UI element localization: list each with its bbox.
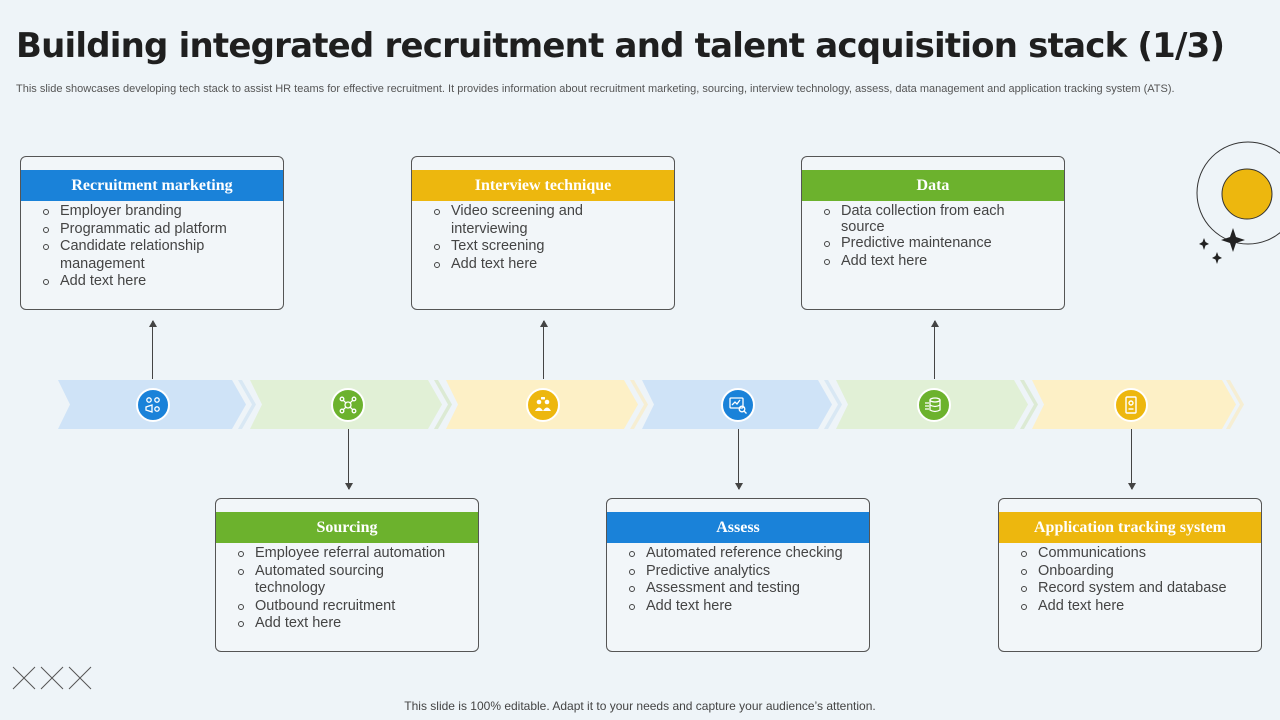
- bullet-item: Candidate relationship management: [41, 238, 275, 273]
- cross-pattern-icon: [12, 666, 92, 690]
- connector-arrow-down: [1127, 429, 1136, 490]
- bullet-item: Text screening: [432, 238, 666, 256]
- connector-arrow-down: [344, 429, 353, 490]
- bullet-item: Predictive analytics: [627, 563, 861, 581]
- bullet-item: Onboarding: [1019, 563, 1253, 581]
- bullet-list: Video screening and interviewing Text sc…: [412, 203, 674, 273]
- network-people-icon: [331, 388, 365, 422]
- interview-icon: [526, 388, 560, 422]
- bullet-item: Add text here: [236, 615, 470, 633]
- bullet-list: Communications Onboarding Record system …: [999, 545, 1261, 615]
- bullet-item: Employee referral automation: [236, 545, 470, 563]
- bullet-item: Data collection from each source: [822, 203, 1056, 235]
- bullet-list: Employer branding Programmatic ad platfo…: [21, 203, 283, 291]
- bullet-item: Add text here: [432, 256, 666, 274]
- card-sourcing: Sourcing Employee referral automation Au…: [215, 498, 479, 652]
- bullet-item: Add text here: [41, 273, 275, 291]
- bullet-item: Add text here: [1019, 598, 1253, 616]
- bullet-item: Automated reference checking: [627, 545, 861, 563]
- id-card-icon: [1114, 388, 1148, 422]
- bullet-item: Outbound recruitment: [236, 598, 470, 616]
- database-icon: [917, 388, 951, 422]
- bullet-item: Assessment and testing: [627, 580, 861, 598]
- card-recruitment-marketing: Recruitment marketing Employer branding …: [20, 156, 284, 310]
- star-icon: [1221, 228, 1245, 252]
- footer-note: This slide is 100% editable. Adapt it to…: [404, 699, 876, 713]
- connector-arrow-up: [148, 320, 157, 379]
- connector-arrow-up: [930, 320, 939, 379]
- card-interview-technique: Interview technique Video screening and …: [411, 156, 675, 310]
- bullet-list: Employee referral automation Automated s…: [216, 545, 478, 633]
- card-heading: Sourcing: [216, 512, 478, 543]
- connector-arrow-up: [539, 320, 548, 379]
- bullet-item: Employer branding: [41, 203, 275, 221]
- slide-title: Building integrated recruitment and tale…: [16, 26, 1225, 66]
- bullet-item: Record system and database: [1019, 580, 1253, 598]
- bullet-item: Programmatic ad platform: [41, 221, 275, 239]
- slide-subtitle: This slide showcases developing tech sta…: [16, 83, 1175, 95]
- bullet-list: Automated reference checking Predictive …: [607, 545, 869, 615]
- bullet-item: Add text here: [627, 598, 861, 616]
- card-heading: Assess: [607, 512, 869, 543]
- bullet-item: Predictive maintenance: [822, 235, 1056, 253]
- megaphone-people-icon: [136, 388, 170, 422]
- card-heading: Data: [802, 170, 1064, 201]
- bullet-item: Add text here: [822, 253, 1056, 271]
- card-heading: Recruitment marketing: [21, 170, 283, 201]
- chevron-timeline: [58, 380, 1244, 429]
- star-icon: [1212, 252, 1222, 264]
- orbit-decoration-icon: [1196, 141, 1280, 264]
- bullet-item: Video screening and interviewing: [432, 203, 666, 238]
- card-data: Data Data collection from each source Pr…: [801, 156, 1065, 310]
- card-heading: Application tracking system: [999, 512, 1261, 543]
- card-assess: Assess Automated reference checking Pred…: [606, 498, 870, 652]
- card-application-tracking-system: Application tracking system Communicatio…: [998, 498, 1262, 652]
- assessment-chart-icon: [721, 388, 755, 422]
- bullet-item: Communications: [1019, 545, 1253, 563]
- connector-arrow-down: [734, 429, 743, 490]
- star-icon: [1199, 238, 1209, 250]
- bullet-list: Data collection from each source Predict…: [802, 203, 1064, 270]
- bullet-item: Automated sourcing technology: [236, 563, 470, 598]
- card-heading: Interview technique: [412, 170, 674, 201]
